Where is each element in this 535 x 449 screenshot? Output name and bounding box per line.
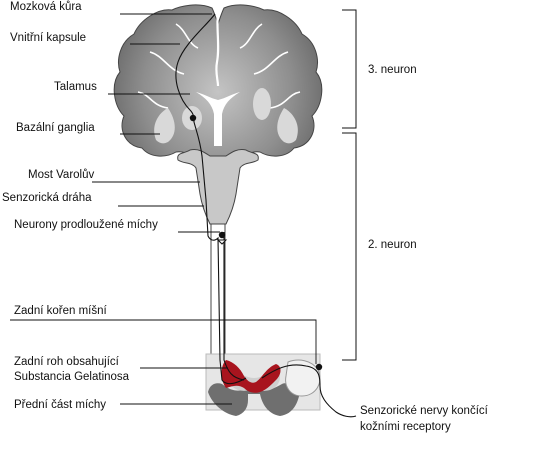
bracket-second-neuron xyxy=(342,132,357,361)
label-internal-capsule: Vnitřní kapsule xyxy=(10,32,87,44)
central-fissure xyxy=(215,9,220,87)
label-sensory-nerves-1: Senzorické nervy končící xyxy=(360,405,488,417)
brainstem xyxy=(177,149,259,225)
sensory-pathway-line xyxy=(175,13,247,385)
thalamus-synapse-dot xyxy=(189,114,197,122)
dorsal-root xyxy=(285,359,321,397)
lateral-ventricle xyxy=(196,92,240,114)
spinal-connector xyxy=(210,224,226,354)
label-thalamus: Talamus xyxy=(54,81,97,93)
bracket-third-neuron xyxy=(342,9,357,129)
medulla-synapse-dot xyxy=(218,231,226,239)
gyri-left xyxy=(137,23,199,109)
label-third-neuron: 3. neuron xyxy=(368,64,417,76)
sensory-nerve-line xyxy=(261,364,357,418)
label-pons: Most Varolův xyxy=(28,169,95,181)
spinal-cord-ventral xyxy=(208,383,300,416)
basal-ganglia-right xyxy=(277,108,298,144)
neuron-brackets xyxy=(342,9,357,361)
medulla-synapse-arrow xyxy=(216,239,228,245)
label-cortex: Mozková kůra xyxy=(10,1,82,13)
label-second-neuron: 2. neuron xyxy=(368,239,417,251)
label-dorsal-root: Zadní kořen míšní xyxy=(14,305,107,317)
thalamus-right xyxy=(253,88,271,120)
label-basal-ganglia: Bazální ganglia xyxy=(16,122,95,134)
substantia-gelatinosa xyxy=(221,360,281,393)
gyri-right xyxy=(239,23,301,109)
label-dorsal-horn-2: Substancia Gelatinosa xyxy=(14,371,130,383)
label-ventral-cord: Přední část míchy xyxy=(14,399,107,411)
dorsal-root-synapse-dot xyxy=(315,363,323,371)
label-dorsal-horn-1: Zadní roh obsahující xyxy=(14,356,119,368)
label-medulla-neurons: Neurony prodloužené míchy xyxy=(14,219,158,231)
third-ventricle xyxy=(214,112,222,146)
sensory-pathway-ascending xyxy=(223,232,245,381)
basal-ganglia-left xyxy=(154,108,175,144)
label-sensory-pathway: Senzorická dráha xyxy=(2,192,92,204)
leader-dorsal-root xyxy=(10,319,317,364)
leader-lines xyxy=(10,13,317,405)
label-sensory-nerves-2: kožními receptory xyxy=(360,421,451,433)
